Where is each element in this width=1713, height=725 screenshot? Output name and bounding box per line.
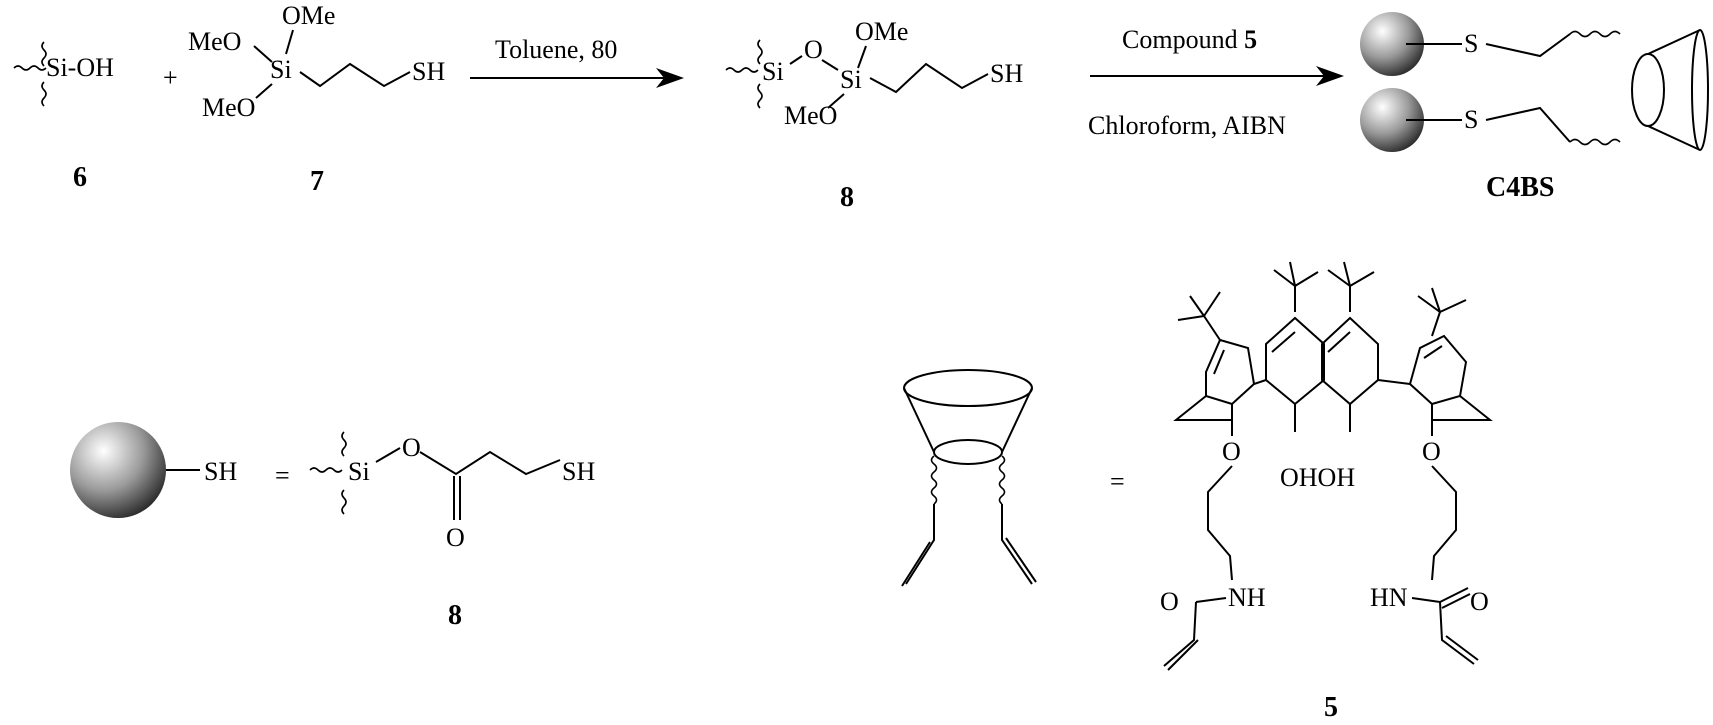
ether-oxygen-left: O	[1222, 437, 1241, 466]
compound-8-label: 8	[840, 182, 854, 213]
carbonyl-oxygen: O	[446, 523, 465, 552]
silica-bead-icon	[70, 422, 166, 518]
product-c4bs-label: C4BS	[1486, 172, 1554, 203]
wavy-bond-icon	[41, 41, 47, 67]
wavy-bond-icon	[13, 65, 47, 71]
reaction-arrow-2: Compound 5 Chloroform, AIBN	[1088, 25, 1344, 140]
compound-7-silane: OMe MeO Si MeO SH 7	[188, 1, 445, 197]
bead-si: Si	[348, 457, 370, 486]
arrow-2-reagent: Compound 5	[1122, 25, 1257, 54]
amide-nh-left: NH	[1228, 583, 1266, 612]
hydroxyl-pair: OHOH	[1280, 463, 1355, 492]
cone-lower-rim-icon	[933, 439, 1003, 465]
wavy-bond-icon	[757, 83, 763, 109]
ome-top: OMe	[282, 1, 335, 30]
bridging-oxygen: O	[804, 35, 823, 64]
amide-oxygen-right: O	[1470, 587, 1489, 616]
thiol-sh: SH	[412, 57, 445, 86]
wavy-bond-icon	[1569, 138, 1621, 146]
compound-5-label: 5	[1324, 692, 1338, 723]
cone-upper-rim-icon	[903, 369, 1033, 407]
wavy-bond-icon	[41, 81, 47, 107]
ome-top-8: OMe	[855, 17, 908, 46]
si-atom-right: Si	[840, 65, 862, 94]
wavy-bond-icon	[998, 455, 1006, 505]
silica-bead-icon	[1360, 88, 1424, 152]
compound-7-label: 7	[310, 166, 324, 197]
si-atom: Si	[270, 55, 292, 84]
wavy-bond-icon	[341, 489, 347, 515]
compound-8-intermediate: Si O OMe Si MeO SH 8	[725, 17, 1023, 213]
thioether-s-top: S	[1464, 29, 1478, 58]
equals-sign-1: =	[275, 461, 290, 490]
compound-6-silanol: Si-OH 6	[13, 41, 114, 193]
calixarene-cone-rim-icon	[1691, 29, 1709, 151]
compound-5-calixarene: O OHOH O NH O HN O 5	[1160, 261, 1493, 723]
amide-oxygen-left: O	[1160, 587, 1179, 616]
silica-bead-icon	[1360, 12, 1424, 76]
compound-6-label: 6	[73, 162, 87, 193]
ether-oxygen-right: O	[1422, 437, 1441, 466]
thioether-s-bottom: S	[1464, 105, 1478, 134]
cone-shorthand	[901, 369, 1037, 587]
si-atom-left: Si	[762, 57, 784, 86]
wavy-bond-icon	[1569, 30, 1621, 38]
amide-hn-right: HN	[1370, 583, 1408, 612]
wavy-bond-icon	[341, 431, 347, 457]
ester-oxygen: O	[402, 433, 421, 462]
terminal-sh: SH	[562, 457, 595, 486]
bead-definition: SH = Si O O SH 8	[70, 422, 595, 631]
meo-bottom: MeO	[202, 93, 255, 122]
wavy-bond-icon	[930, 455, 938, 505]
wavy-bond-icon	[725, 67, 759, 73]
silanol-group: Si-OH	[46, 53, 114, 82]
wavy-bond-icon	[757, 39, 763, 65]
bead-sh: SH	[204, 457, 237, 486]
reaction-arrow-1: Toluene, 80	[470, 35, 684, 88]
calixarene-cone-rim-icon	[1631, 53, 1665, 127]
arrow-2-conditions: Chloroform, AIBN	[1088, 111, 1286, 140]
thiol-sh-8: SH	[990, 59, 1023, 88]
arrow-1-conditions: Toluene, 80	[495, 35, 617, 64]
wavy-bond-icon	[309, 467, 343, 473]
meo-8: MeO	[784, 101, 837, 130]
product-c4bs: S S C4BS	[1360, 12, 1709, 203]
meo-left: MeO	[188, 27, 241, 56]
equals-sign-2: =	[1110, 467, 1125, 496]
plus-sign: +	[163, 63, 178, 92]
compound-8-label-row2: 8	[448, 600, 462, 631]
